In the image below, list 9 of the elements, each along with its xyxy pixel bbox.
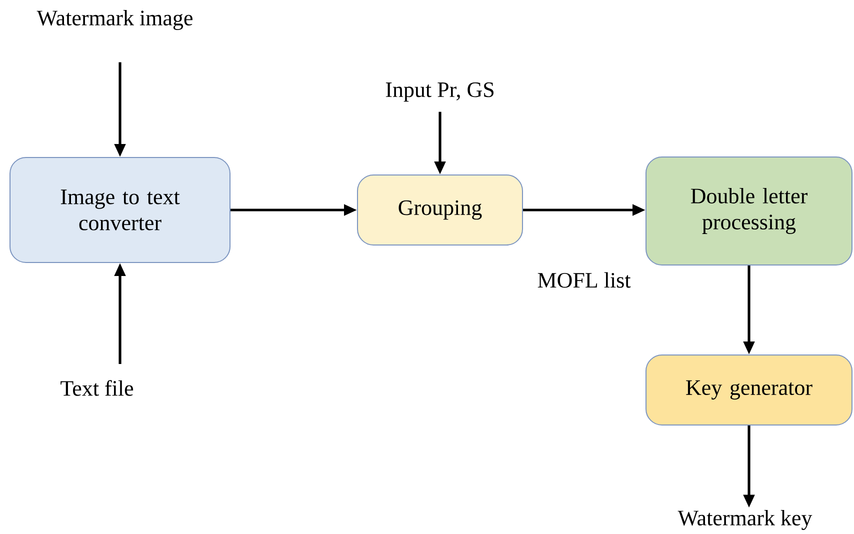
- process-box: Grouping: [357, 174, 523, 246]
- io-label: Text file: [60, 380, 134, 396]
- process-box: Key generator: [646, 354, 852, 426]
- process-box: Double letter processing: [646, 156, 852, 266]
- io-label: Watermark image: [36, 10, 192, 30]
- edge-label: MOFL list: [535, 270, 633, 290]
- process-box: Image to text converter: [10, 157, 230, 263]
- io-label: Input Pr, GS: [386, 82, 494, 102]
- io-label: Watermark key: [678, 510, 812, 530]
